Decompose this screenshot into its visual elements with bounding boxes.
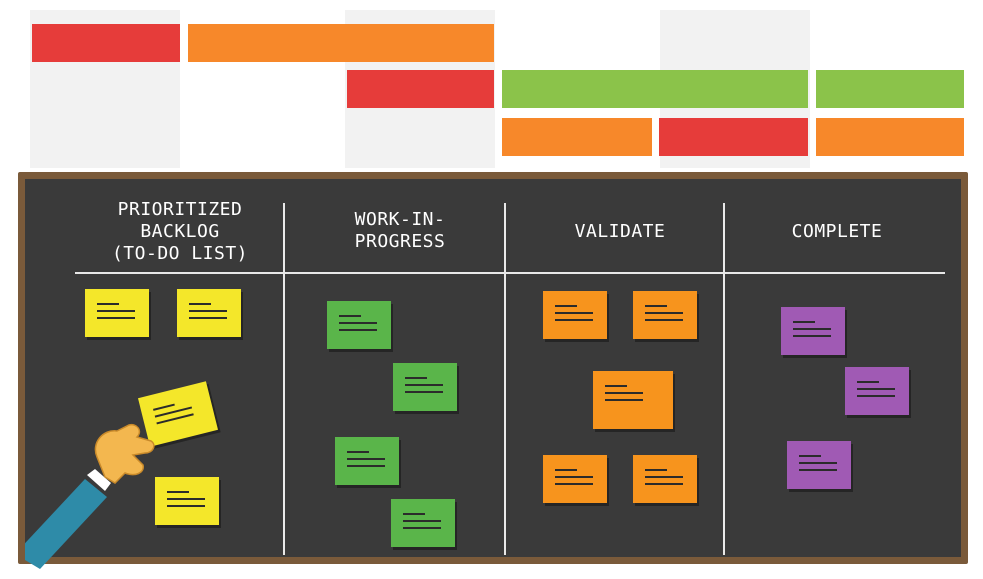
- sticky-note[interactable]: [177, 289, 241, 337]
- column-divider: [723, 203, 725, 555]
- timeline-bar: [502, 70, 808, 108]
- timeline-bar: [816, 70, 964, 108]
- sticky-note[interactable]: [393, 363, 457, 411]
- column-title-work-in-progress: WORK-IN- PROGRESS: [354, 209, 446, 252]
- column-divider: [283, 203, 285, 555]
- sticky-note[interactable]: [633, 455, 697, 503]
- sticky-note[interactable]: [335, 437, 399, 485]
- sticky-note[interactable]: [85, 289, 149, 337]
- kanban-board: PRIORITIZED BACKLOG (TO-DO LIST) WORK-IN…: [18, 172, 968, 569]
- timeline-bar: [816, 118, 964, 156]
- header-divider: [75, 272, 945, 274]
- timeline-bar: [188, 24, 494, 62]
- column-divider: [504, 203, 506, 555]
- sticky-note[interactable]: [543, 291, 607, 339]
- sticky-note[interactable]: [593, 371, 673, 429]
- column-title-validate: VALIDATE: [574, 221, 666, 242]
- sticky-note[interactable]: [781, 307, 845, 355]
- hand-icon: [25, 423, 155, 569]
- sticky-note[interactable]: [633, 291, 697, 339]
- sticky-note[interactable]: [155, 477, 219, 525]
- timeline-bar: [502, 118, 652, 156]
- timeline-chart: [0, 0, 983, 172]
- timeline-bar: [659, 118, 808, 156]
- timeline-bar: [32, 24, 180, 62]
- sticky-note[interactable]: [787, 441, 851, 489]
- sticky-note[interactable]: [327, 301, 391, 349]
- timeline-bar: [347, 70, 494, 108]
- sticky-note[interactable]: [391, 499, 455, 547]
- column-title-backlog: PRIORITIZED BACKLOG (TO-DO LIST): [111, 199, 249, 264]
- sticky-note[interactable]: [845, 367, 909, 415]
- sticky-note[interactable]: [543, 455, 607, 503]
- column-title-complete: COMPLETE: [791, 221, 883, 242]
